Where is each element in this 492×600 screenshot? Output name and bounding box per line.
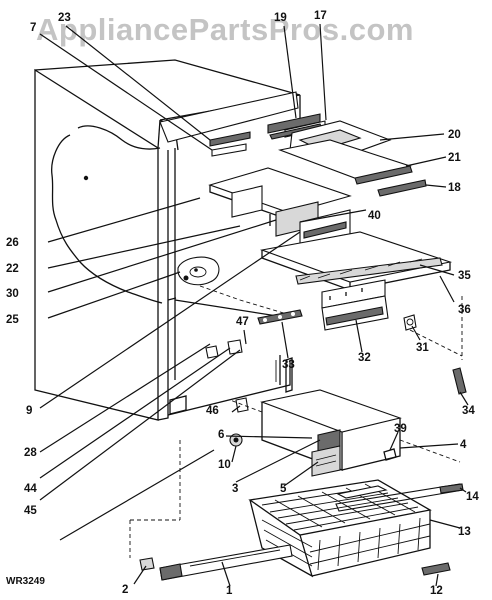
label-39: 39 <box>394 423 407 435</box>
label-3: 3 <box>232 483 238 495</box>
label-20: 20 <box>448 129 461 141</box>
slide-parts <box>129 296 467 558</box>
site-watermark: AppliancePartsPros.com <box>36 12 414 47</box>
label-18: 18 <box>448 182 461 194</box>
label-2: 2 <box>122 584 128 596</box>
control-housing <box>229 389 461 477</box>
label-17: 17 <box>314 10 327 22</box>
label-22: 22 <box>6 263 19 275</box>
label-4: 4 <box>460 439 467 451</box>
label-12: 12 <box>430 585 443 597</box>
lower-shelf-assembly <box>259 231 453 331</box>
refrigerator-cabinet <box>34 59 301 421</box>
diagram-code: WR3249 <box>6 576 45 587</box>
label-46: 46 <box>206 405 219 417</box>
label-5: 5 <box>280 483 287 495</box>
label-7: 7 <box>30 22 36 34</box>
shelf-rails <box>209 113 326 157</box>
label-9: 9 <box>26 405 32 417</box>
label-36: 36 <box>458 304 471 316</box>
label-25: 25 <box>6 314 19 326</box>
label-14: 14 <box>466 491 479 503</box>
label-23: 23 <box>58 12 71 24</box>
label-31: 31 <box>416 342 429 354</box>
label-45: 45 <box>24 505 37 517</box>
label-44: 44 <box>24 483 37 495</box>
label-47: 47 <box>236 316 249 328</box>
center-rail <box>205 309 303 359</box>
lamp-assembly <box>177 256 301 319</box>
label-32: 32 <box>358 352 371 364</box>
label-30: 30 <box>6 288 19 300</box>
label-34: 34 <box>462 405 475 417</box>
label-35: 35 <box>458 270 471 282</box>
label-6: 6 <box>218 429 224 441</box>
basket-rail <box>335 483 464 512</box>
bottom-parts <box>139 544 451 581</box>
part-number-labels: 23 7 19 17 20 21 18 40 26 22 30 25 35 36… <box>6 10 479 597</box>
label-33: 33 <box>282 359 295 371</box>
wire-basket <box>248 479 432 578</box>
label-21: 21 <box>448 152 461 164</box>
label-26: 26 <box>6 237 19 249</box>
label-28: 28 <box>24 447 37 459</box>
upper-shelves <box>278 120 427 197</box>
label-19: 19 <box>274 12 287 24</box>
leader-lines <box>39 23 469 587</box>
label-1: 1 <box>226 585 233 597</box>
label-10: 10 <box>218 459 231 471</box>
label-40: 40 <box>368 210 381 222</box>
label-13: 13 <box>458 526 471 538</box>
